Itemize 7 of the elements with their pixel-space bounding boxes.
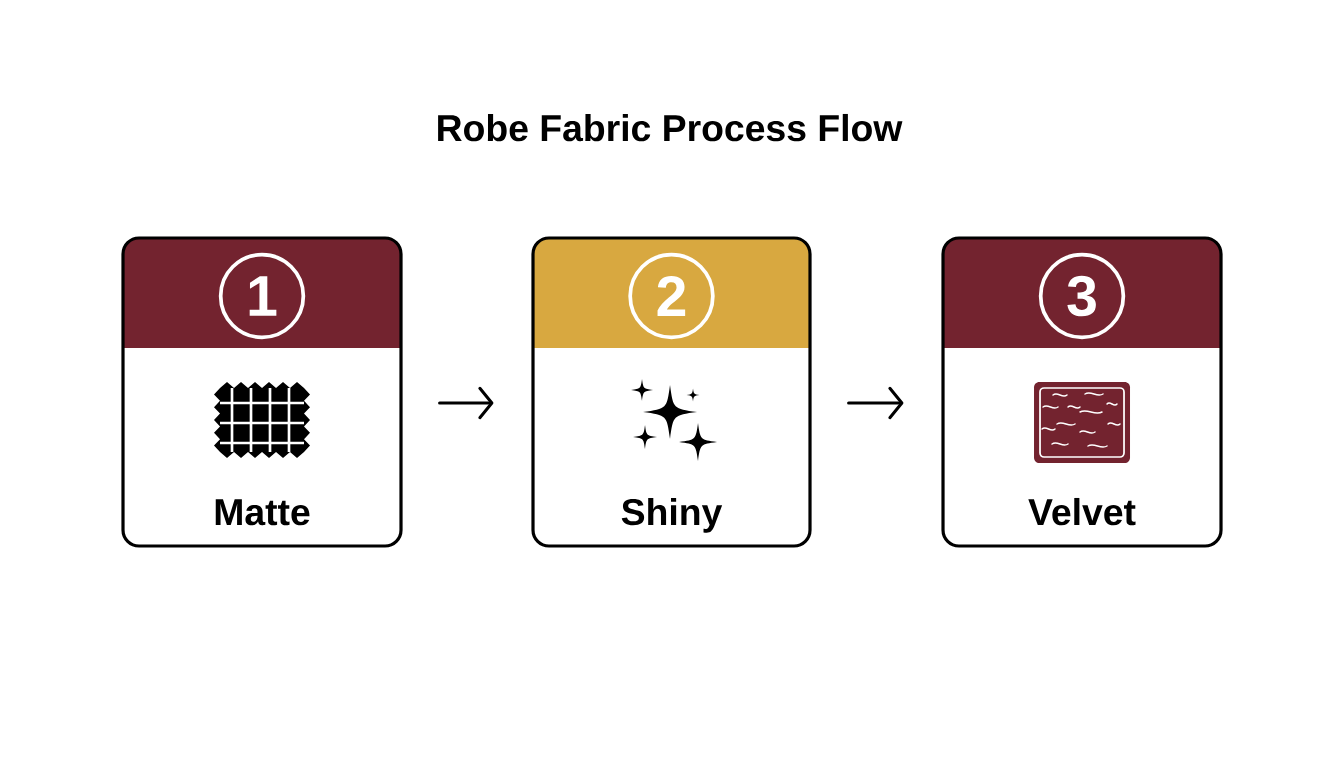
step-label: Velvet [1028,497,1136,526]
step-label: Shiny [621,497,723,533]
step-number-badge: 2 [628,252,715,340]
step-label: Matte [215,499,310,526]
step-number-badge: 3 [1038,252,1126,340]
diagram-title: Robe Fabric Process Flow [438,113,903,142]
step-number-badge: 1 [218,252,306,340]
